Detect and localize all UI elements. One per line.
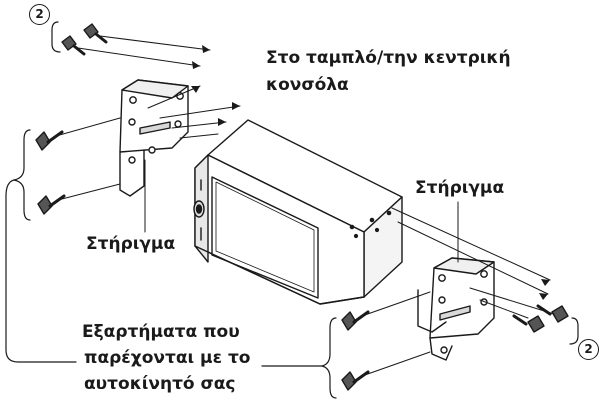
- right-screw-2: [341, 370, 370, 391]
- guide-arrows: [55, 35, 555, 377]
- left-bracket: [119, 79, 189, 197]
- bottom-brace: [569, 317, 579, 345]
- label-dashboard-line1: Στο ταμπλό/την κεντρική: [266, 48, 511, 68]
- label-parts-line2: παρέχονται με το: [84, 348, 251, 368]
- left-brace: [13, 129, 31, 221]
- brace-outline: [5, 179, 77, 363]
- arrowheads: [191, 45, 550, 300]
- right-screw-1: [341, 310, 370, 331]
- bottom-screw-1: [512, 314, 545, 333]
- left-screw-1: [35, 130, 64, 151]
- bottom-screw-2: [536, 304, 569, 323]
- top-screw-2: [83, 23, 108, 44]
- stereo-unit: [193, 119, 403, 305]
- label-dashboard-line2: κονσόλα: [266, 75, 349, 95]
- callout-number-bottom: 2: [578, 339, 599, 360]
- right-brace: [321, 317, 337, 399]
- label-parts-line1: Εξαρτήματα που: [82, 322, 240, 342]
- callout-number-top: 2: [29, 4, 50, 25]
- label-bracket-right: Στήριγμα: [415, 178, 505, 198]
- left-screw-2: [37, 194, 66, 215]
- label-bracket-left: Στήριγμα: [86, 234, 176, 254]
- top-brace: [51, 21, 61, 53]
- label-parts-line3: αυτοκίνητό σας: [84, 374, 236, 394]
- top-screw-1: [61, 35, 86, 56]
- right-bracket: [417, 257, 495, 361]
